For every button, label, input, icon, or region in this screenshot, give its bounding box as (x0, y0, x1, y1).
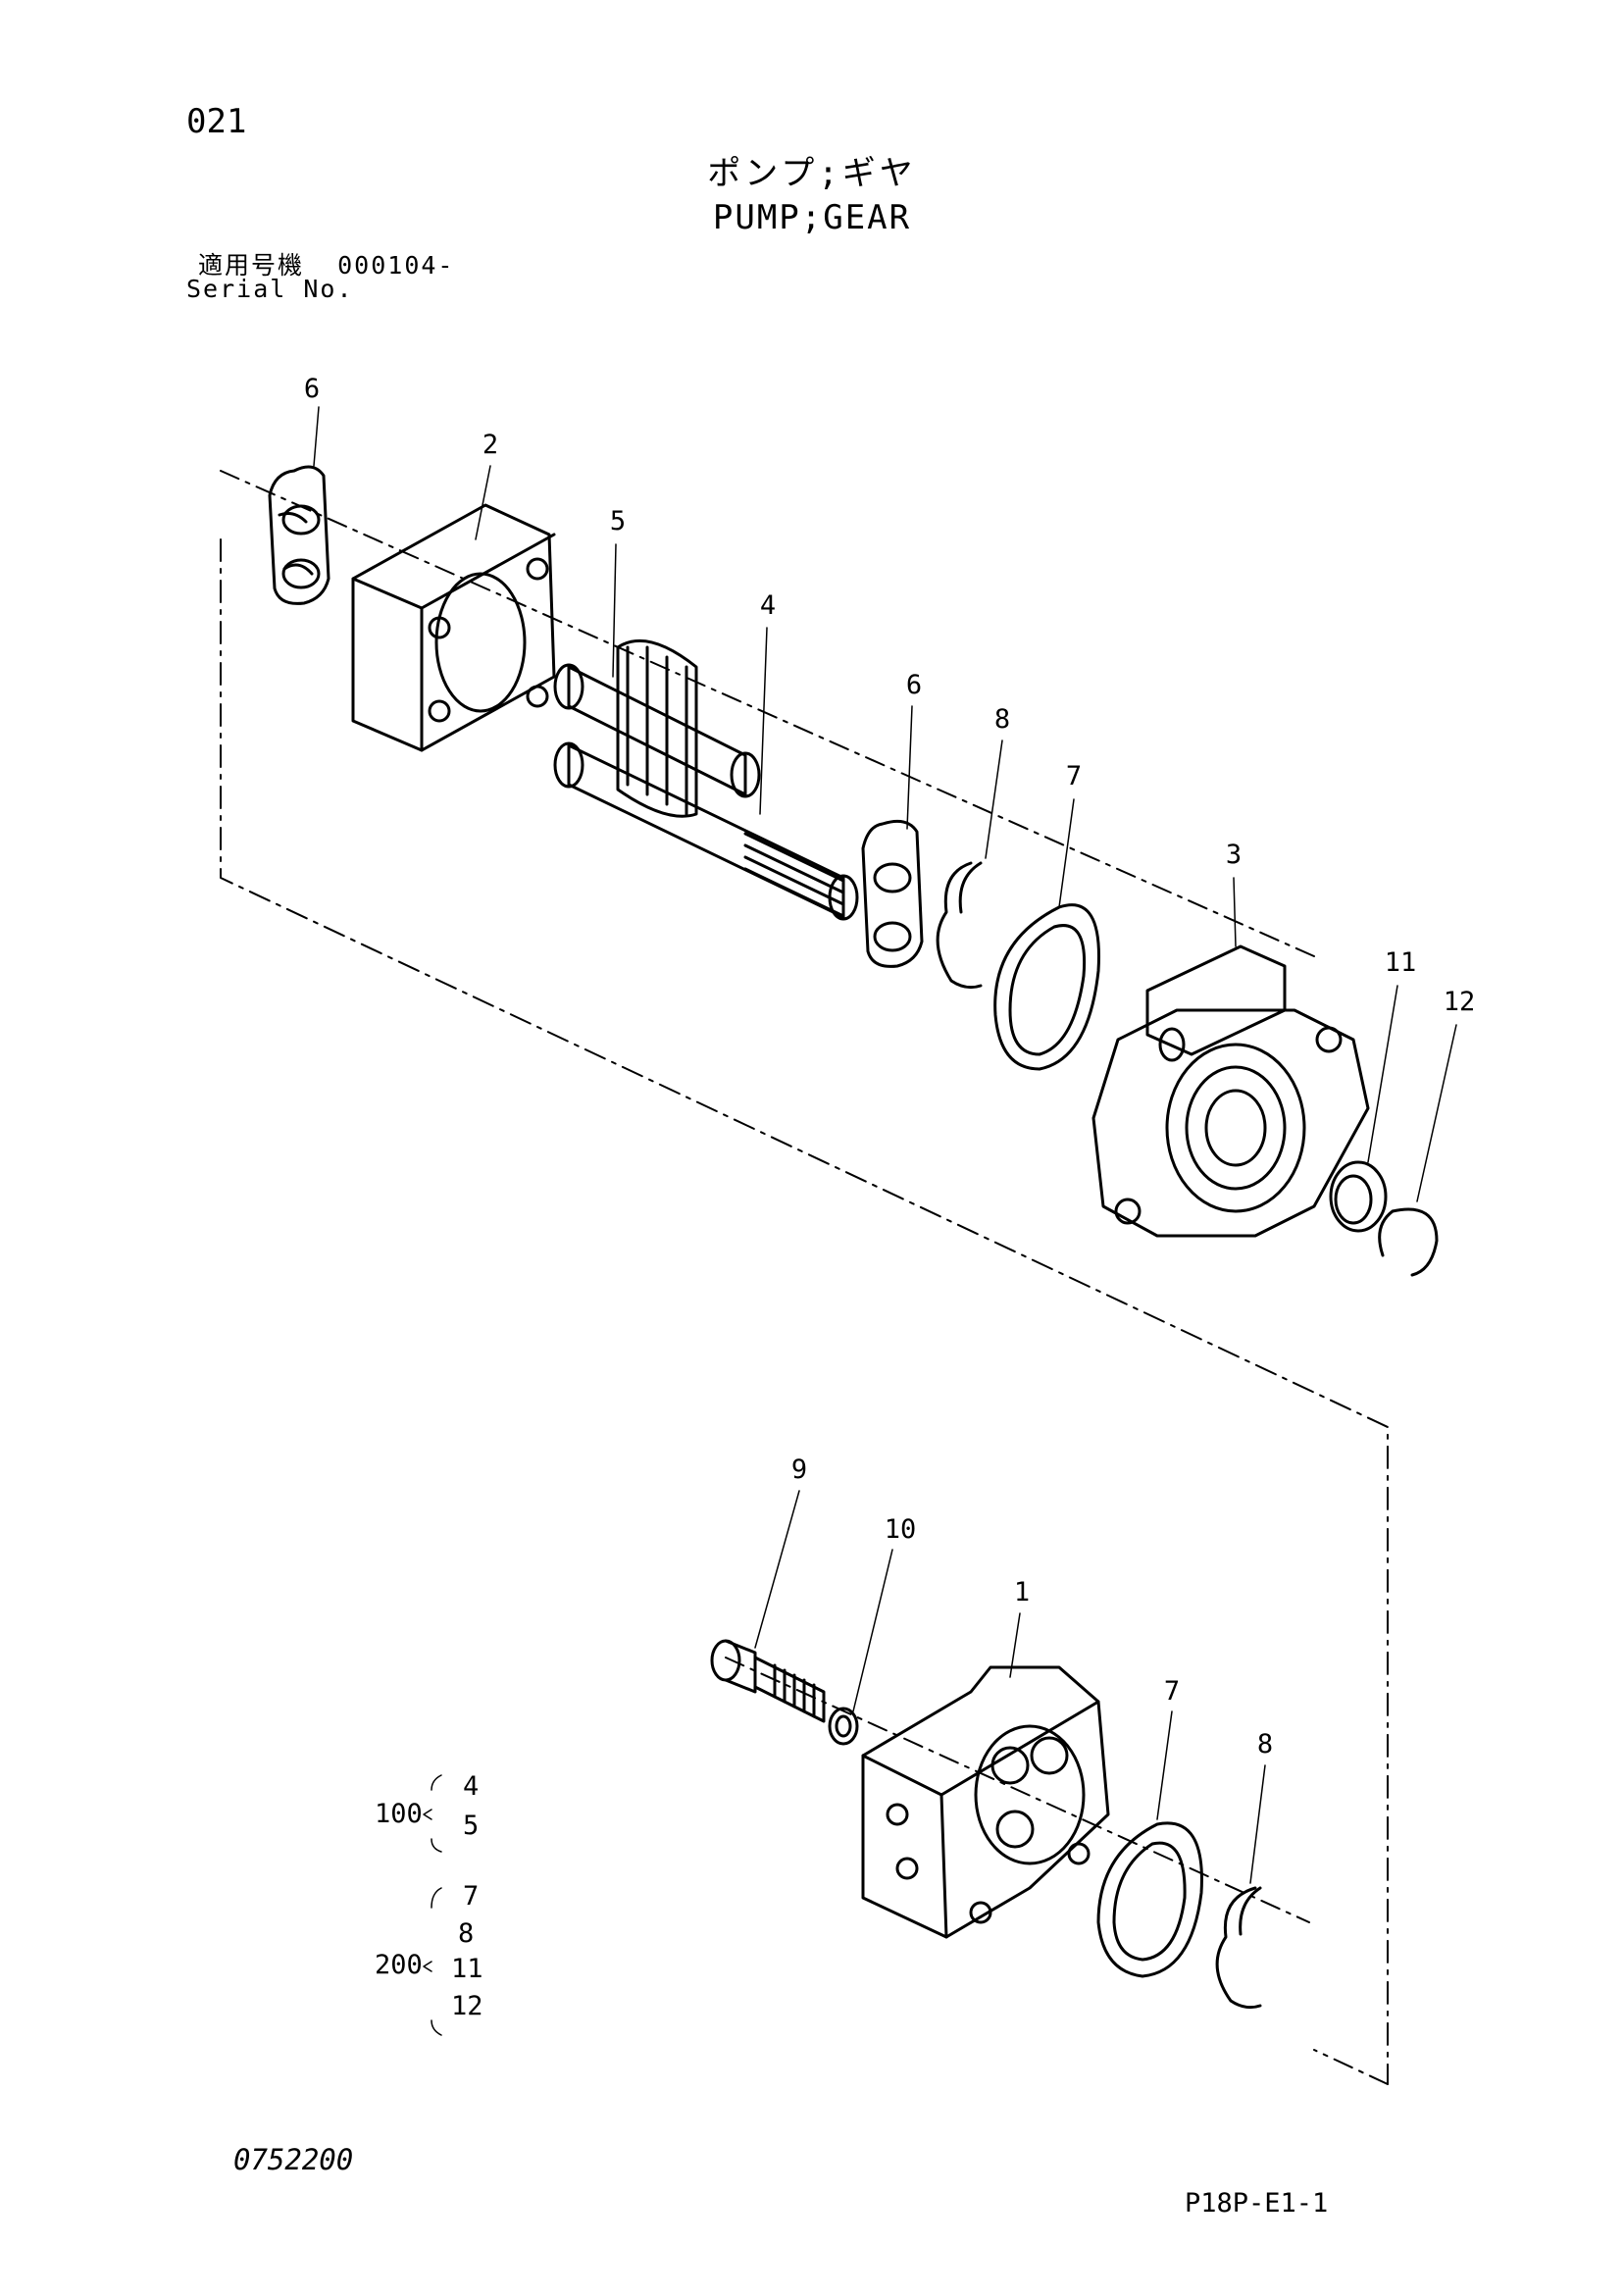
serial-value: 000104- (337, 251, 455, 280)
leader-lines (313, 406, 1457, 1884)
callout-lower-7: 7 (1164, 1676, 1180, 1707)
footer-reference: P18P-E1-1 (1185, 2188, 1329, 2219)
seal-part-7-upper (993, 903, 1100, 1071)
housing-part-2 (351, 503, 556, 752)
bolt-part-9 (710, 1639, 826, 1723)
snap-ring-part-12 (1378, 1207, 1439, 1277)
callout-upper-8: 8 (994, 704, 1010, 735)
assembly-frame-line (220, 538, 1389, 2085)
side-plate-part-6-middle (861, 819, 924, 968)
group-100-item: 4 (463, 1771, 479, 1802)
callout-upper-7: 7 (1066, 761, 1082, 791)
callout-lower-8: 8 (1257, 1729, 1273, 1760)
title-english: PUMP;GEAR (712, 198, 912, 237)
callout-lower-9: 9 (791, 1454, 807, 1485)
group-braces (423, 1774, 442, 2036)
group-100-item: 5 (463, 1811, 479, 1841)
title-japanese: ポンプ;ギヤ (707, 154, 917, 193)
callout-lower-10: 10 (885, 1514, 917, 1545)
backup-ring-part-8-upper (936, 861, 983, 990)
footer-code: 0752200 (233, 2143, 354, 2176)
group-200-item: 11 (451, 1954, 483, 1984)
serial-label-en: Serial No. (186, 275, 354, 303)
backup-ring-part-8-lower (1215, 1886, 1262, 2010)
side-plate-part-6-left (268, 465, 330, 605)
callout-upper-3: 3 (1226, 840, 1242, 870)
group-100-number: 100 (375, 1799, 423, 1829)
serial-label-jp: 適用号機 (198, 251, 305, 280)
group-200-item: 12 (451, 1991, 483, 2021)
cover-part-3 (1091, 944, 1370, 1238)
oil-seal-part-11 (1329, 1160, 1388, 1233)
group-200-number: 200 (375, 1950, 423, 1980)
group-200-item: 7 (463, 1881, 479, 1912)
group-200-item: 8 (458, 1918, 474, 1949)
gear-part-5 (553, 638, 761, 818)
body-part-1 (861, 1665, 1110, 1939)
callout-upper-2: 2 (482, 430, 498, 460)
page-number: 021 (186, 102, 247, 141)
callout-upper-12: 12 (1444, 987, 1476, 1017)
shaft-part-4 (553, 741, 859, 921)
callout-lower-1: 1 (1014, 1577, 1030, 1607)
lower-frame-bottom (1313, 2049, 1389, 2085)
callout-upper-4: 4 (760, 590, 776, 621)
callout-upper-11: 11 (1385, 947, 1417, 978)
seal-part-7-lower (1096, 1821, 1203, 1978)
serial-line: 適用号機 000104- (198, 253, 454, 278)
callout-upper-6a: 6 (304, 374, 320, 404)
callout-upper-6b: 6 (906, 670, 922, 700)
callout-upper-5: 5 (610, 506, 626, 536)
shaft-axis-line (220, 470, 1315, 957)
washer-part-10 (828, 1707, 859, 1746)
